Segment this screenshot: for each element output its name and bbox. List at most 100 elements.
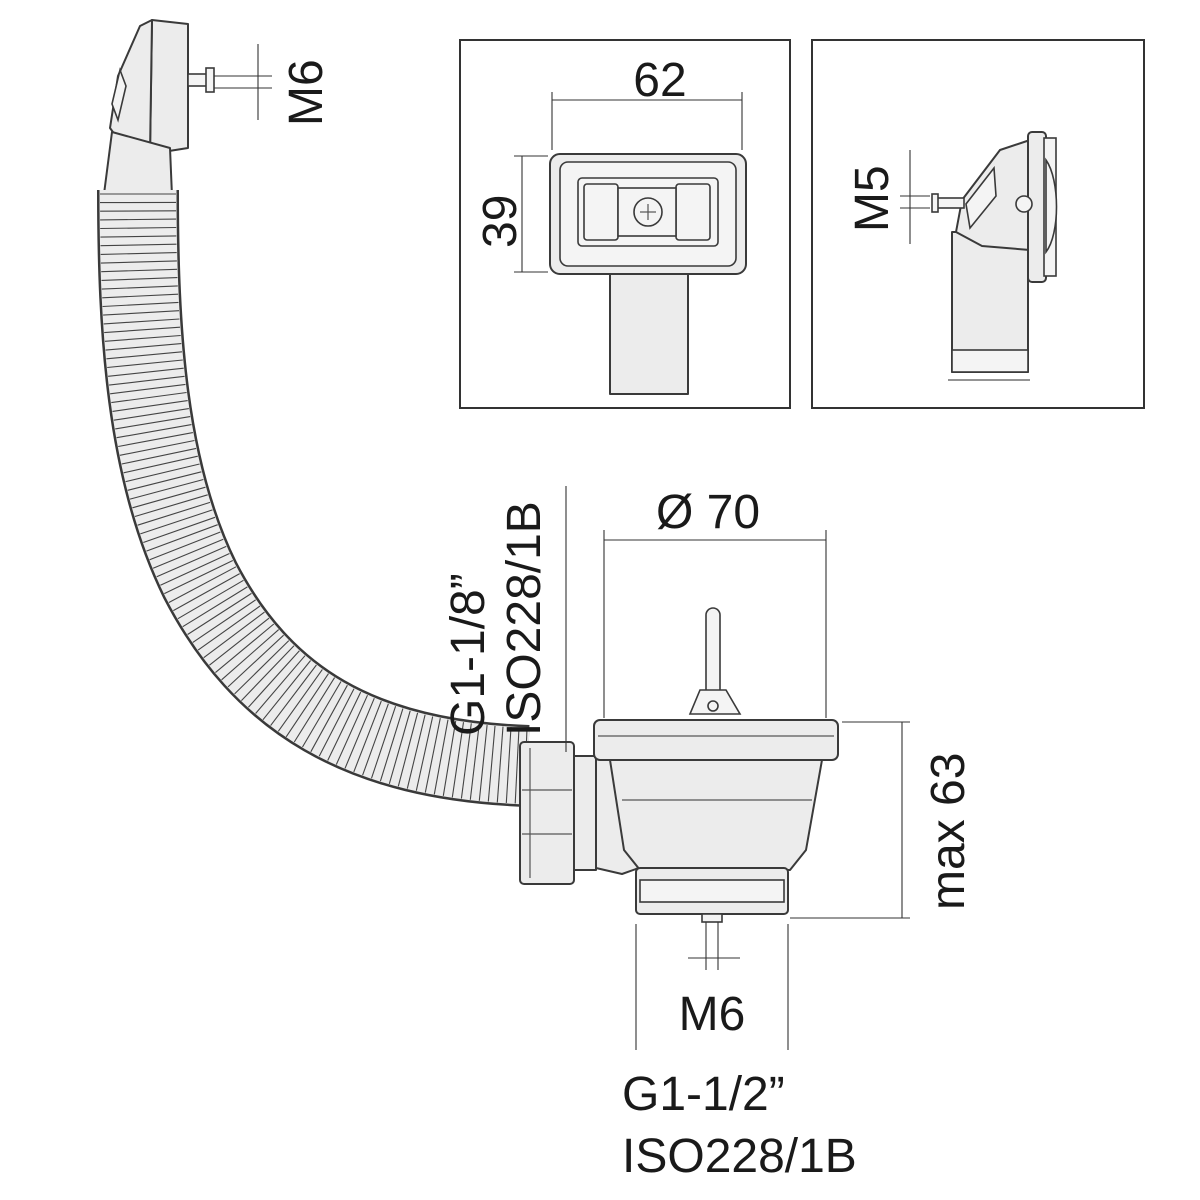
hose-rib — [255, 655, 306, 714]
label-panel-height: 39 — [474, 195, 527, 248]
corrugated-hose — [97, 189, 530, 807]
hose-rib — [116, 424, 192, 439]
hose-rib — [182, 586, 248, 628]
hose-ribs — [99, 193, 528, 804]
hose-rib — [104, 334, 181, 342]
hose-rib — [105, 343, 182, 351]
dimension-top-m6: M6 — [214, 44, 333, 126]
dimension-bottom-m6: M6 — [679, 922, 746, 1041]
label-outlet-thread-2: ISO228/1B — [498, 501, 551, 736]
hose-rib — [270, 664, 317, 726]
hose-rib — [118, 432, 194, 448]
label-outlet-thread-1: G1-1/8” — [442, 573, 495, 736]
hose-rib — [318, 688, 355, 757]
dimension-height: max 63 — [790, 721, 975, 919]
hose-rib — [379, 708, 404, 782]
hose-rib — [100, 235, 177, 238]
hose-rib — [146, 524, 218, 552]
hose-rib — [100, 252, 177, 255]
hose-rib — [192, 599, 257, 643]
hose-rib — [134, 494, 208, 518]
hose-rib — [100, 218, 177, 221]
hose-rib — [451, 722, 465, 798]
hose-rib — [397, 712, 419, 787]
hose-rib — [277, 669, 323, 732]
hose-rib — [335, 694, 369, 765]
label-diameter: Ø 70 — [656, 486, 760, 539]
hose-rib — [108, 367, 184, 377]
hose-rib — [168, 566, 237, 603]
hose-rib — [119, 439, 195, 456]
hose-rib — [101, 277, 178, 281]
hose-rib — [107, 359, 183, 369]
hose-rib — [433, 719, 449, 795]
hose-rib — [101, 285, 178, 290]
dimension-diameter: Ø 70 — [603, 486, 827, 718]
hose-rib — [197, 605, 261, 651]
hose-rib — [241, 645, 295, 701]
hose-rib — [112, 400, 188, 412]
hose-rib — [101, 268, 178, 273]
hose-rib — [156, 545, 227, 578]
hose-rib — [209, 617, 270, 666]
hose-rib — [152, 538, 224, 569]
hose-rib — [137, 501, 211, 526]
hose-rib — [285, 673, 329, 738]
hose-rib — [302, 681, 342, 748]
hose-rib — [327, 691, 362, 761]
hose-rib — [388, 710, 411, 785]
hose-rib — [344, 697, 375, 769]
hose-rib — [100, 243, 177, 247]
hose-rib — [406, 714, 426, 789]
label-bottom-m6: M6 — [679, 988, 746, 1041]
hose-rib — [103, 310, 180, 316]
hose-rib — [424, 717, 441, 793]
hose-rib — [100, 260, 177, 264]
hose-rib — [415, 716, 434, 791]
hose-rib — [121, 447, 197, 465]
hose-rib — [100, 226, 177, 230]
hose-rib — [227, 634, 284, 688]
label-top-m6: M6 — [280, 59, 333, 126]
hose-rib — [442, 720, 457, 796]
label-tail-thread-2: ISO228/1B — [622, 1130, 857, 1183]
hose-rib — [110, 383, 186, 395]
hose-rib — [487, 725, 496, 802]
dimension-tail-thread: G1-1/2” ISO228/1B — [622, 924, 857, 1183]
hose-rib — [160, 553, 230, 586]
hose-rib — [362, 703, 389, 776]
hose-rib — [129, 478, 204, 500]
hose-rib — [187, 592, 252, 635]
hose-rib — [149, 531, 221, 561]
panel-side-view: M5 — [811, 39, 1145, 409]
hose-rib — [353, 700, 382, 773]
hose-rib — [262, 660, 312, 721]
hose-rib — [505, 727, 512, 804]
hose-rib — [370, 706, 397, 779]
hose-rib — [109, 375, 185, 386]
hose-rib — [469, 724, 480, 800]
hose-rib — [113, 408, 189, 421]
panel-front-view: 62 39 — [459, 39, 791, 409]
hose-rib — [247, 650, 300, 708]
hose-rib — [177, 579, 244, 620]
hose-rib — [164, 560, 234, 595]
hose-rib — [203, 611, 265, 659]
hose-rib — [514, 727, 520, 804]
overflow-head — [103, 19, 215, 197]
hose-rib — [234, 640, 290, 695]
hose-rib — [111, 391, 187, 404]
hose-rib — [102, 301, 179, 308]
hose-rib — [310, 684, 348, 753]
hose-rib — [293, 677, 336, 743]
hose-rib — [460, 723, 472, 799]
label-panel-width: 62 — [633, 54, 686, 107]
hose-rib — [132, 486, 206, 509]
label-height: max 63 — [922, 753, 975, 910]
label-side-m5: M5 — [846, 165, 899, 232]
hose-rib — [103, 318, 180, 325]
hose-rib — [173, 573, 240, 612]
hose-rib — [104, 326, 181, 334]
